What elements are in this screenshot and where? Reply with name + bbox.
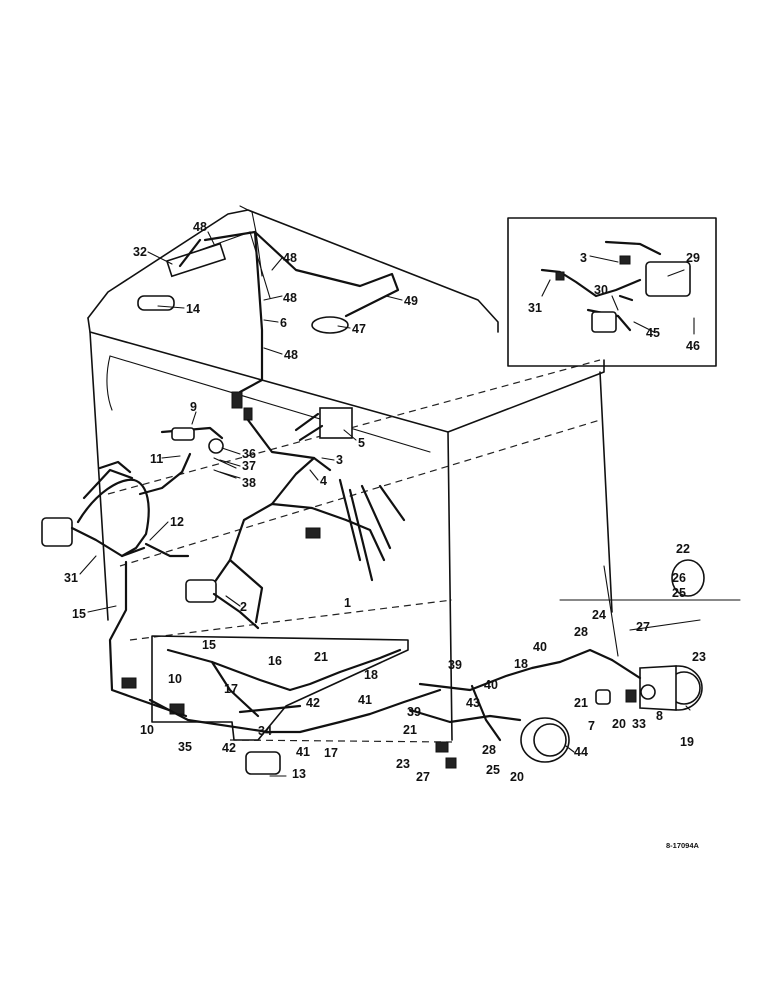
callout-20: 20 — [510, 770, 524, 784]
callout-36: 36 — [242, 447, 256, 461]
callout-21: 21 — [403, 723, 417, 737]
callout-45: 45 — [646, 326, 660, 340]
callout-19: 19 — [680, 735, 694, 749]
callout-4: 4 — [320, 474, 327, 488]
roof-harness — [137, 230, 400, 421]
callout-41: 41 — [296, 745, 310, 759]
callout-7: 7 — [588, 719, 595, 733]
callout-1: 1 — [344, 596, 351, 610]
callout-6: 6 — [280, 316, 287, 330]
callout-39: 39 — [407, 705, 421, 719]
callout-10: 10 — [140, 723, 154, 737]
callout-23: 23 — [692, 650, 706, 664]
callout-10: 10 — [168, 672, 182, 686]
callout-27: 27 — [416, 770, 430, 784]
work-lamps — [520, 559, 705, 763]
callout-43: 43 — [466, 696, 480, 710]
callout-48: 48 — [284, 348, 298, 362]
callout-21: 21 — [574, 696, 588, 710]
callout-48: 48 — [283, 291, 297, 305]
callout-25: 25 — [672, 586, 686, 600]
callout-48: 48 — [193, 220, 207, 234]
callout-3: 3 — [336, 453, 343, 467]
callout-34: 34 — [258, 724, 272, 738]
callout-17: 17 — [224, 682, 238, 696]
callout-47: 47 — [352, 322, 366, 336]
callout-27: 27 — [636, 620, 650, 634]
callout-15: 15 — [72, 607, 86, 621]
callout-14: 14 — [186, 302, 200, 316]
callout-48: 48 — [283, 251, 297, 265]
callout-31: 31 — [64, 571, 78, 585]
callout-49: 49 — [404, 294, 418, 308]
callout-39: 39 — [448, 658, 462, 672]
cab-body — [87, 205, 741, 743]
inset-detail-lower — [151, 635, 409, 741]
left-harness — [41, 452, 192, 718]
callout-24: 24 — [592, 608, 606, 622]
callout-28: 28 — [574, 625, 588, 639]
callout-23: 23 — [396, 757, 410, 771]
callout-42: 42 — [222, 741, 236, 755]
callout-18: 18 — [514, 657, 528, 671]
callout-33: 33 — [632, 717, 646, 731]
main-harness — [160, 407, 406, 630]
callout-25: 25 — [486, 763, 500, 777]
callout-3: 3 — [580, 251, 587, 265]
callout-46: 46 — [686, 339, 700, 353]
callout-11: 11 — [150, 452, 163, 466]
callout-28: 28 — [482, 743, 496, 757]
callout-26: 26 — [672, 571, 686, 585]
callout-9: 9 — [190, 400, 197, 414]
callout-21: 21 — [314, 650, 328, 664]
callout-40: 40 — [484, 678, 498, 692]
callout-41: 41 — [358, 693, 372, 707]
drawing-code: 8-17094A — [666, 841, 700, 850]
callout-32: 32 — [133, 245, 147, 259]
callout-18: 18 — [364, 668, 378, 682]
callout-31: 31 — [528, 301, 542, 315]
callout-15: 15 — [202, 638, 216, 652]
callout-29: 29 — [686, 251, 700, 265]
callout-5: 5 — [358, 436, 365, 450]
callout-13: 13 — [292, 767, 306, 781]
callout-labels: 48 32 48 48 14 49 47 6 48 9 36 37 38 11 … — [64, 220, 706, 850]
callout-17: 17 — [324, 746, 338, 760]
leader-lines — [79, 231, 695, 753]
callout-38: 38 — [242, 476, 256, 490]
lower-frame-wiring — [148, 648, 614, 777]
callout-8: 8 — [656, 709, 663, 723]
callout-44: 44 — [574, 745, 588, 759]
callout-35: 35 — [178, 740, 192, 754]
callout-40: 40 — [533, 640, 547, 654]
inset-detail-upper — [507, 217, 717, 367]
callout-37: 37 — [242, 459, 256, 473]
callout-12: 12 — [170, 515, 184, 529]
callout-42: 42 — [306, 696, 320, 710]
callout-30: 30 — [594, 283, 608, 297]
callout-2: 2 — [240, 600, 247, 614]
callout-22: 22 — [676, 542, 690, 556]
callout-20: 20 — [612, 717, 626, 731]
callout-16: 16 — [268, 654, 282, 668]
